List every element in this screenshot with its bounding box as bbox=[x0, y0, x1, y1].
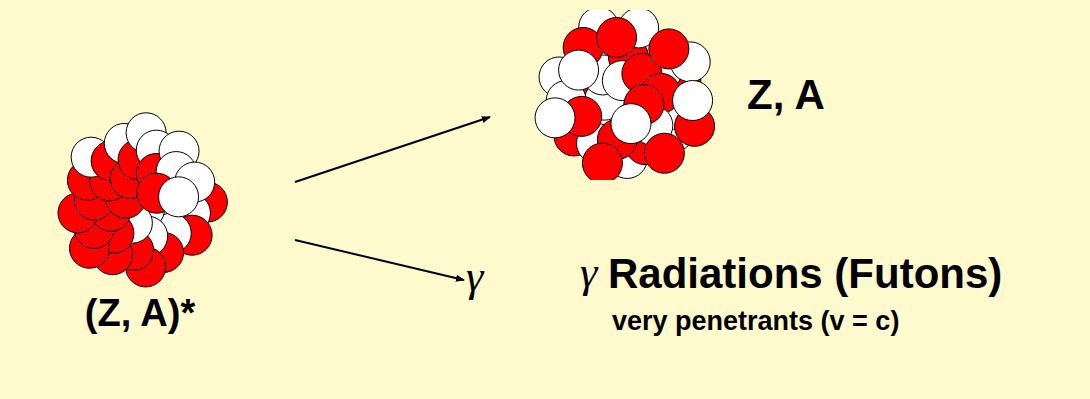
radiation-title: Radiations (Futons) bbox=[608, 250, 1002, 298]
radiation-note: very penetrants (v = c) bbox=[612, 306, 899, 337]
neutron-ball bbox=[159, 177, 199, 217]
proton-ball bbox=[597, 17, 637, 57]
nucleus-illustration bbox=[515, 10, 743, 180]
neutron-ball bbox=[673, 81, 713, 121]
emission-arrow bbox=[295, 240, 464, 280]
nucleus-illustration bbox=[40, 112, 240, 292]
neutron-ball bbox=[535, 98, 575, 138]
neutron-ball bbox=[559, 50, 599, 90]
emission-arrow bbox=[295, 117, 490, 182]
neutron-ball bbox=[611, 104, 651, 144]
gamma-emission: γ bbox=[466, 252, 483, 303]
excited-nucleus: (Z, A)* bbox=[40, 112, 240, 336]
proton-ball bbox=[649, 29, 689, 69]
nucleus-label: Z, A bbox=[747, 71, 825, 119]
proton-ball bbox=[582, 143, 622, 180]
proton-ball bbox=[644, 133, 684, 173]
ground-state-nucleus: Z, A bbox=[515, 10, 825, 180]
gamma-symbol: γ bbox=[580, 248, 597, 299]
nucleus-label: γ bbox=[466, 252, 483, 303]
nucleus-label: (Z, A)* bbox=[85, 292, 195, 336]
